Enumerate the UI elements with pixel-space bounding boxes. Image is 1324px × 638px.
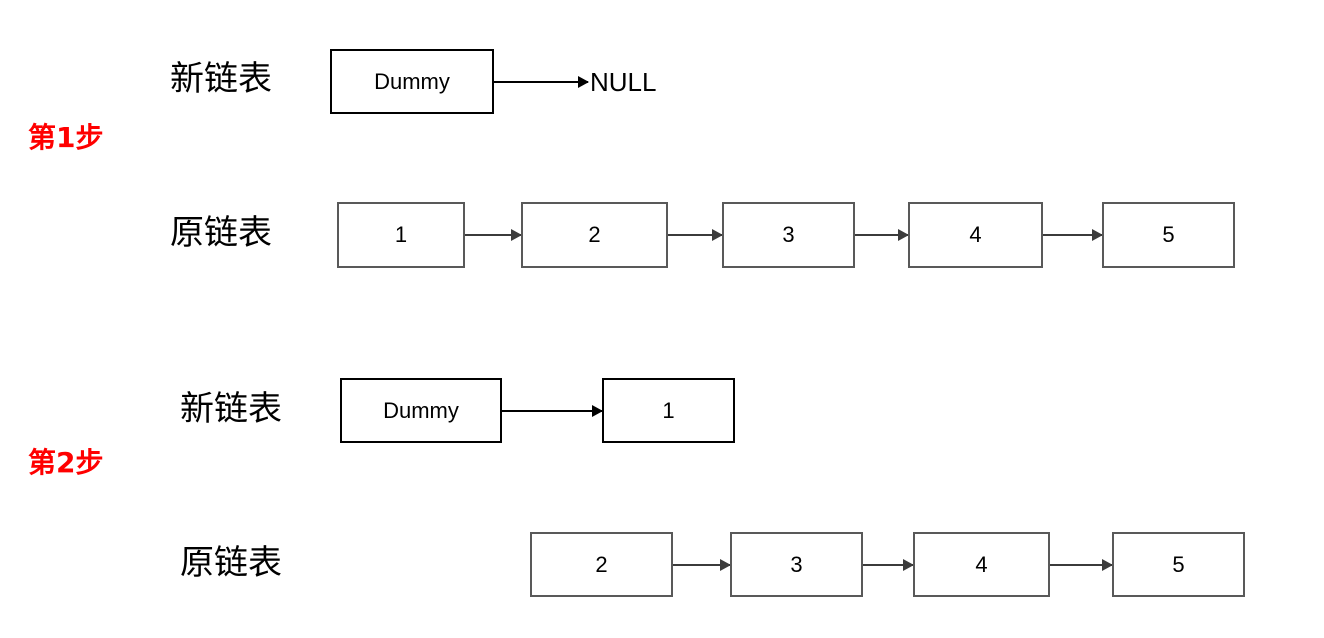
node-box: 4 xyxy=(913,532,1050,597)
arrow-head-icon xyxy=(1092,229,1103,241)
node-label: 2 xyxy=(588,222,601,247)
terminal-null-label: NULL xyxy=(590,67,657,97)
arrow-connector xyxy=(668,229,723,241)
list-caption-orig-list-step1: 原链表 xyxy=(170,213,272,253)
arrow-connector xyxy=(673,559,731,571)
node-label: 3 xyxy=(782,222,795,247)
arrow-connector xyxy=(465,229,522,241)
node-box: 4 xyxy=(908,202,1043,268)
node-box: Dummy xyxy=(340,378,502,443)
list-caption-new-list-step1: 新链表 xyxy=(170,59,272,99)
arrow-connector xyxy=(502,405,603,417)
arrow-connector xyxy=(494,76,589,88)
node-label: 5 xyxy=(1162,222,1175,247)
node-box: 2 xyxy=(521,202,668,268)
node-box: 2 xyxy=(530,532,673,597)
list-caption-orig-list-step2: 原链表 xyxy=(180,543,282,583)
step-label-1: 第1步 xyxy=(28,121,104,154)
arrow-connector xyxy=(863,559,914,571)
node-box: 1 xyxy=(602,378,735,443)
node-box: Dummy xyxy=(330,49,494,114)
arrow-head-icon xyxy=(712,229,723,241)
node-box: 5 xyxy=(1112,532,1245,597)
arrow-head-icon xyxy=(592,405,603,417)
arrow-head-icon xyxy=(511,229,522,241)
list-caption-new-list-step2: 新链表 xyxy=(180,389,282,429)
node-box: 3 xyxy=(722,202,855,268)
node-label: 1 xyxy=(394,222,408,247)
arrow-head-icon xyxy=(903,559,914,571)
node-label: Dummy xyxy=(374,68,450,94)
node-label: Dummy xyxy=(383,397,459,423)
node-label: 5 xyxy=(1172,551,1185,577)
node-box: 5 xyxy=(1102,202,1235,268)
arrow-connector xyxy=(1043,229,1103,241)
node-label: 4 xyxy=(975,551,988,577)
step-label-2: 第2步 xyxy=(28,446,104,479)
node-label: 1 xyxy=(662,397,675,423)
arrow-connector xyxy=(855,229,909,241)
node-label: 2 xyxy=(595,551,608,577)
node-label: 3 xyxy=(790,551,803,577)
arrow-connector xyxy=(1050,559,1113,571)
arrow-head-icon xyxy=(578,76,589,88)
node-box: 3 xyxy=(730,532,863,597)
arrow-head-icon xyxy=(898,229,909,241)
arrow-head-icon xyxy=(720,559,731,571)
node-label: 4 xyxy=(969,222,982,247)
node-box: 1 xyxy=(337,202,465,268)
arrow-head-icon xyxy=(1102,559,1113,571)
